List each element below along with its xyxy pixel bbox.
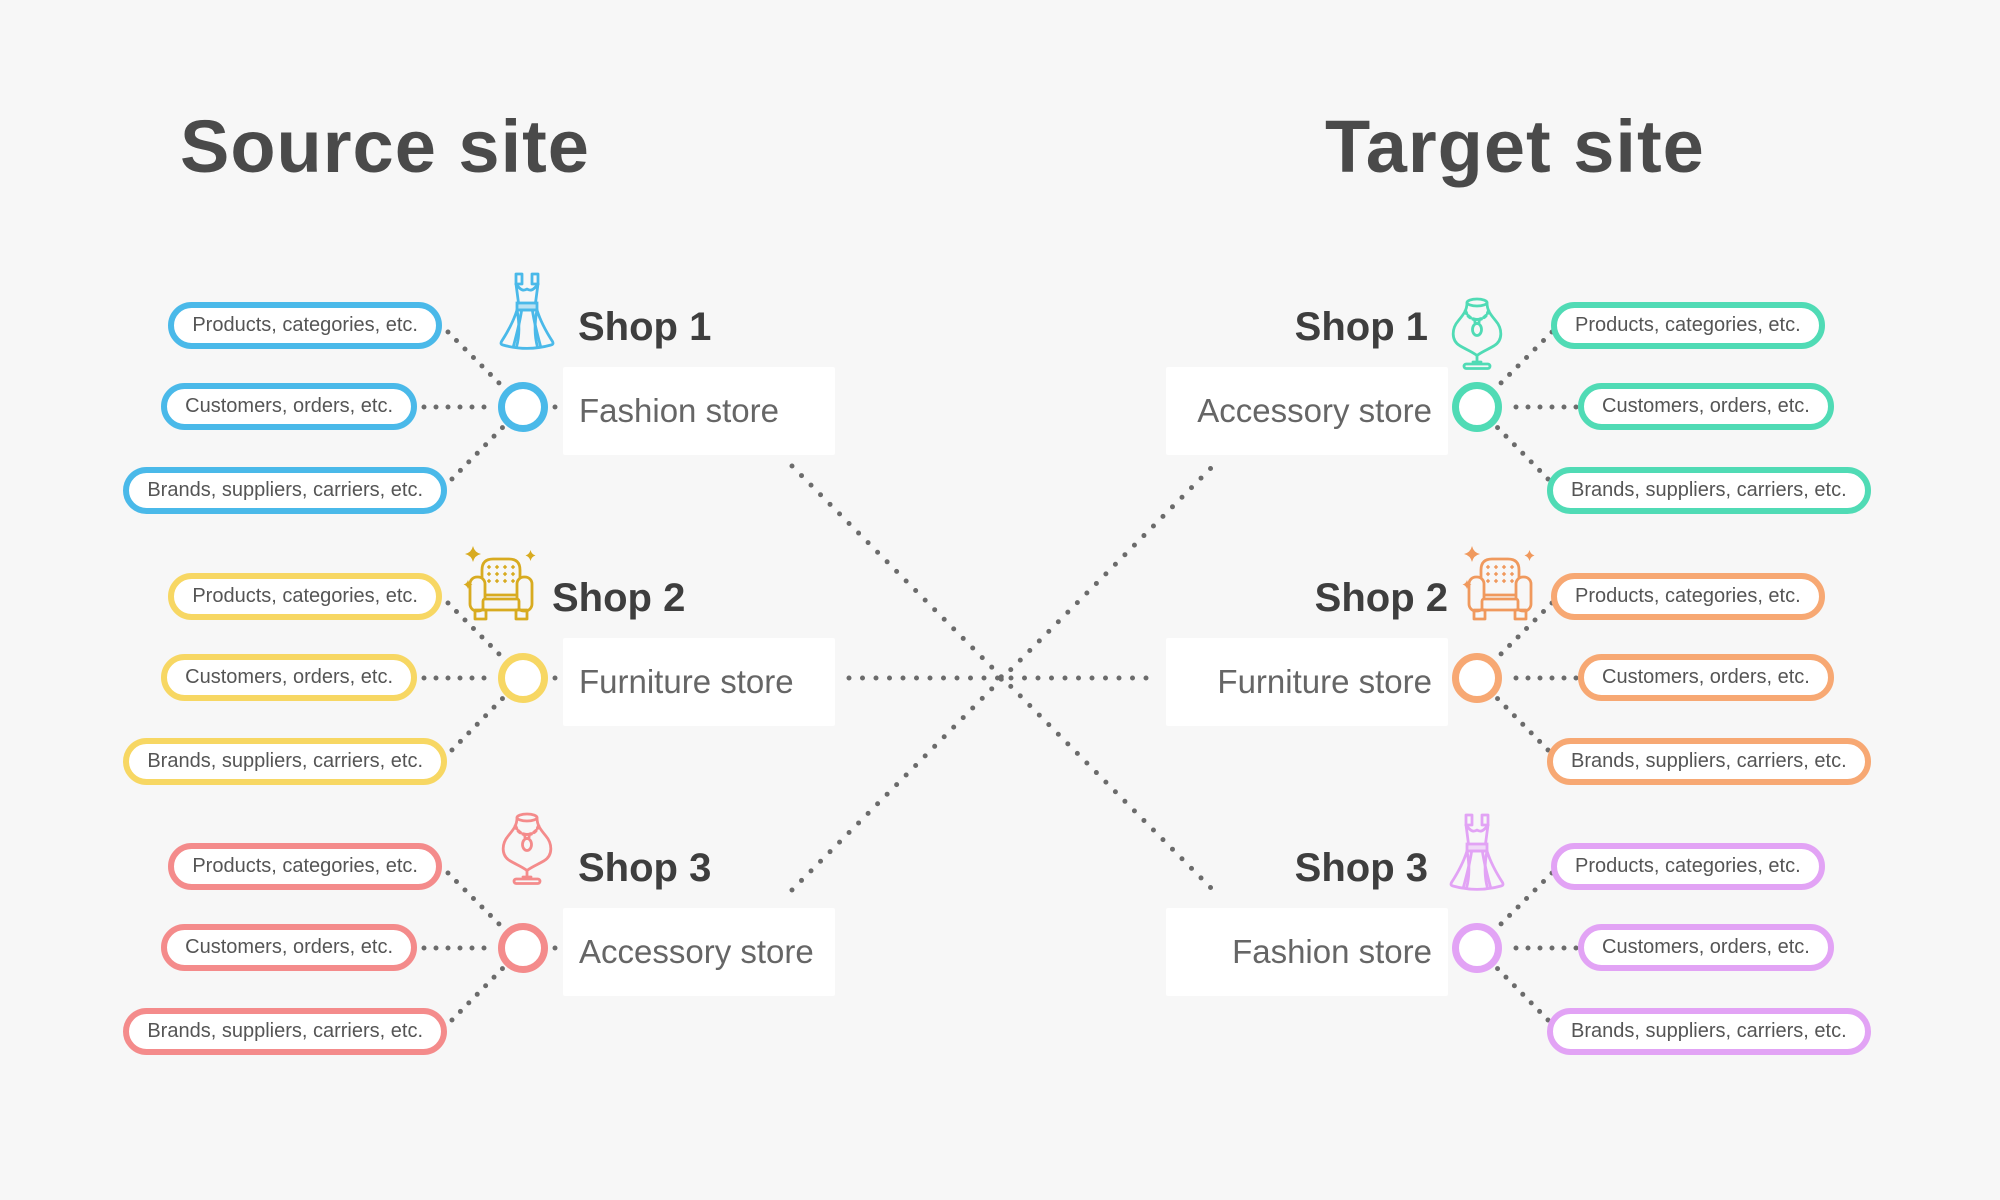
pill-connector: [445, 600, 508, 663]
connector-node: [1452, 923, 1502, 973]
store-name: Furniture store: [579, 663, 794, 700]
pill-connector: [1492, 329, 1555, 392]
target-site-title: Target site: [1325, 105, 1705, 188]
store-name: Fashion store: [579, 392, 779, 429]
pill-label: Products, categories, etc.: [192, 585, 418, 607]
data-pill: Products, categories, etc.: [168, 573, 442, 620]
pill-label: Brands, suppliers, carriers, etc.: [1571, 479, 1847, 501]
pill-label: Customers, orders, etc.: [1602, 936, 1810, 958]
connector-node: [498, 382, 548, 432]
data-pill: Customers, orders, etc.: [161, 924, 417, 971]
pill-label: Customers, orders, etc.: [185, 666, 393, 688]
pill-connector: [445, 870, 508, 933]
pill-connector: [1492, 693, 1551, 753]
data-pill: Brands, suppliers, carriers, etc.: [1547, 738, 1871, 785]
data-pill: Customers, orders, etc.: [1578, 924, 1834, 971]
connector-node: [1452, 382, 1502, 432]
store-name: Furniture store: [1217, 663, 1432, 700]
store-box: Furniture store: [563, 638, 835, 726]
store-name: Accessory store: [1197, 392, 1432, 429]
data-pill: Customers, orders, etc.: [1578, 654, 1834, 701]
connector-node: [1452, 653, 1502, 703]
pill-label: Customers, orders, etc.: [185, 936, 393, 958]
pill-label: Brands, suppliers, carriers, etc.: [1571, 1020, 1847, 1042]
mapping-line-accessory: [789, 464, 1215, 893]
armchair-icon: [1462, 546, 1538, 624]
pill-label: Brands, suppliers, carriers, etc.: [147, 750, 423, 772]
store-box: Accessory store: [1166, 367, 1448, 455]
pill-connector: [1492, 870, 1555, 933]
data-pill: Products, categories, etc.: [1551, 843, 1825, 890]
data-pill: Brands, suppliers, carriers, etc.: [1547, 467, 1871, 514]
store-box: Fashion store: [563, 367, 835, 455]
data-pill: Customers, orders, etc.: [161, 654, 417, 701]
pill-label: Brands, suppliers, carriers, etc.: [1571, 750, 1847, 772]
armchair-icon: [463, 546, 539, 624]
shop-label: Shop 2: [552, 576, 686, 620]
data-pill: Products, categories, etc.: [168, 843, 442, 890]
connector-node: [498, 923, 548, 973]
pill-label: Products, categories, etc.: [1575, 585, 1801, 607]
pill-connector: [445, 329, 508, 392]
data-pill: Products, categories, etc.: [1551, 302, 1825, 349]
dress-icon: [1445, 811, 1509, 891]
pill-connector: [1492, 422, 1551, 482]
data-pill: Brands, suppliers, carriers, etc.: [1547, 1008, 1871, 1055]
shop-label: Shop 3: [578, 846, 712, 890]
pill-label: Customers, orders, etc.: [1602, 395, 1810, 417]
pill-label: Products, categories, etc.: [1575, 855, 1801, 877]
data-pill: Customers, orders, etc.: [161, 383, 417, 430]
pill-label: Products, categories, etc.: [1575, 314, 1801, 336]
store-name: Accessory store: [579, 933, 814, 970]
pill-connector: [449, 422, 508, 482]
necklace-icon: [497, 810, 557, 886]
data-pill: Brands, suppliers, carriers, etc.: [123, 738, 447, 785]
pill-label: Brands, suppliers, carriers, etc.: [147, 1020, 423, 1042]
store-box: Fashion store: [1166, 908, 1448, 996]
store-box: Accessory store: [563, 908, 835, 996]
source-site-title: Source site: [180, 105, 590, 188]
store-box: Furniture store: [1166, 638, 1448, 726]
shop-label: Shop 2: [1314, 576, 1448, 620]
data-pill: Products, categories, etc.: [168, 302, 442, 349]
pill-label: Customers, orders, etc.: [185, 395, 393, 417]
node-dot: [552, 404, 558, 410]
pill-connector: [1492, 600, 1555, 663]
pill-connector: [1492, 963, 1551, 1023]
node-dot: [552, 675, 558, 681]
shop-label: Shop 1: [1294, 305, 1428, 349]
store-name: Fashion store: [1232, 933, 1432, 970]
pill-label: Customers, orders, etc.: [1602, 666, 1810, 688]
necklace-icon: [1447, 295, 1507, 371]
pill-connector: [449, 693, 508, 753]
pill-connector: [449, 963, 508, 1023]
data-pill: Brands, suppliers, carriers, etc.: [123, 467, 447, 514]
shop-label: Shop 3: [1294, 846, 1428, 890]
pill-label: Brands, suppliers, carriers, etc.: [147, 479, 423, 501]
data-pill: Products, categories, etc.: [1551, 573, 1825, 620]
dress-icon: [495, 270, 559, 350]
shop-label: Shop 1: [578, 305, 712, 349]
node-dot: [552, 945, 558, 951]
data-pill: Brands, suppliers, carriers, etc.: [123, 1008, 447, 1055]
pill-label: Products, categories, etc.: [192, 855, 418, 877]
data-pill: Customers, orders, etc.: [1578, 383, 1834, 430]
connector-node: [498, 653, 548, 703]
pill-label: Products, categories, etc.: [192, 314, 418, 336]
